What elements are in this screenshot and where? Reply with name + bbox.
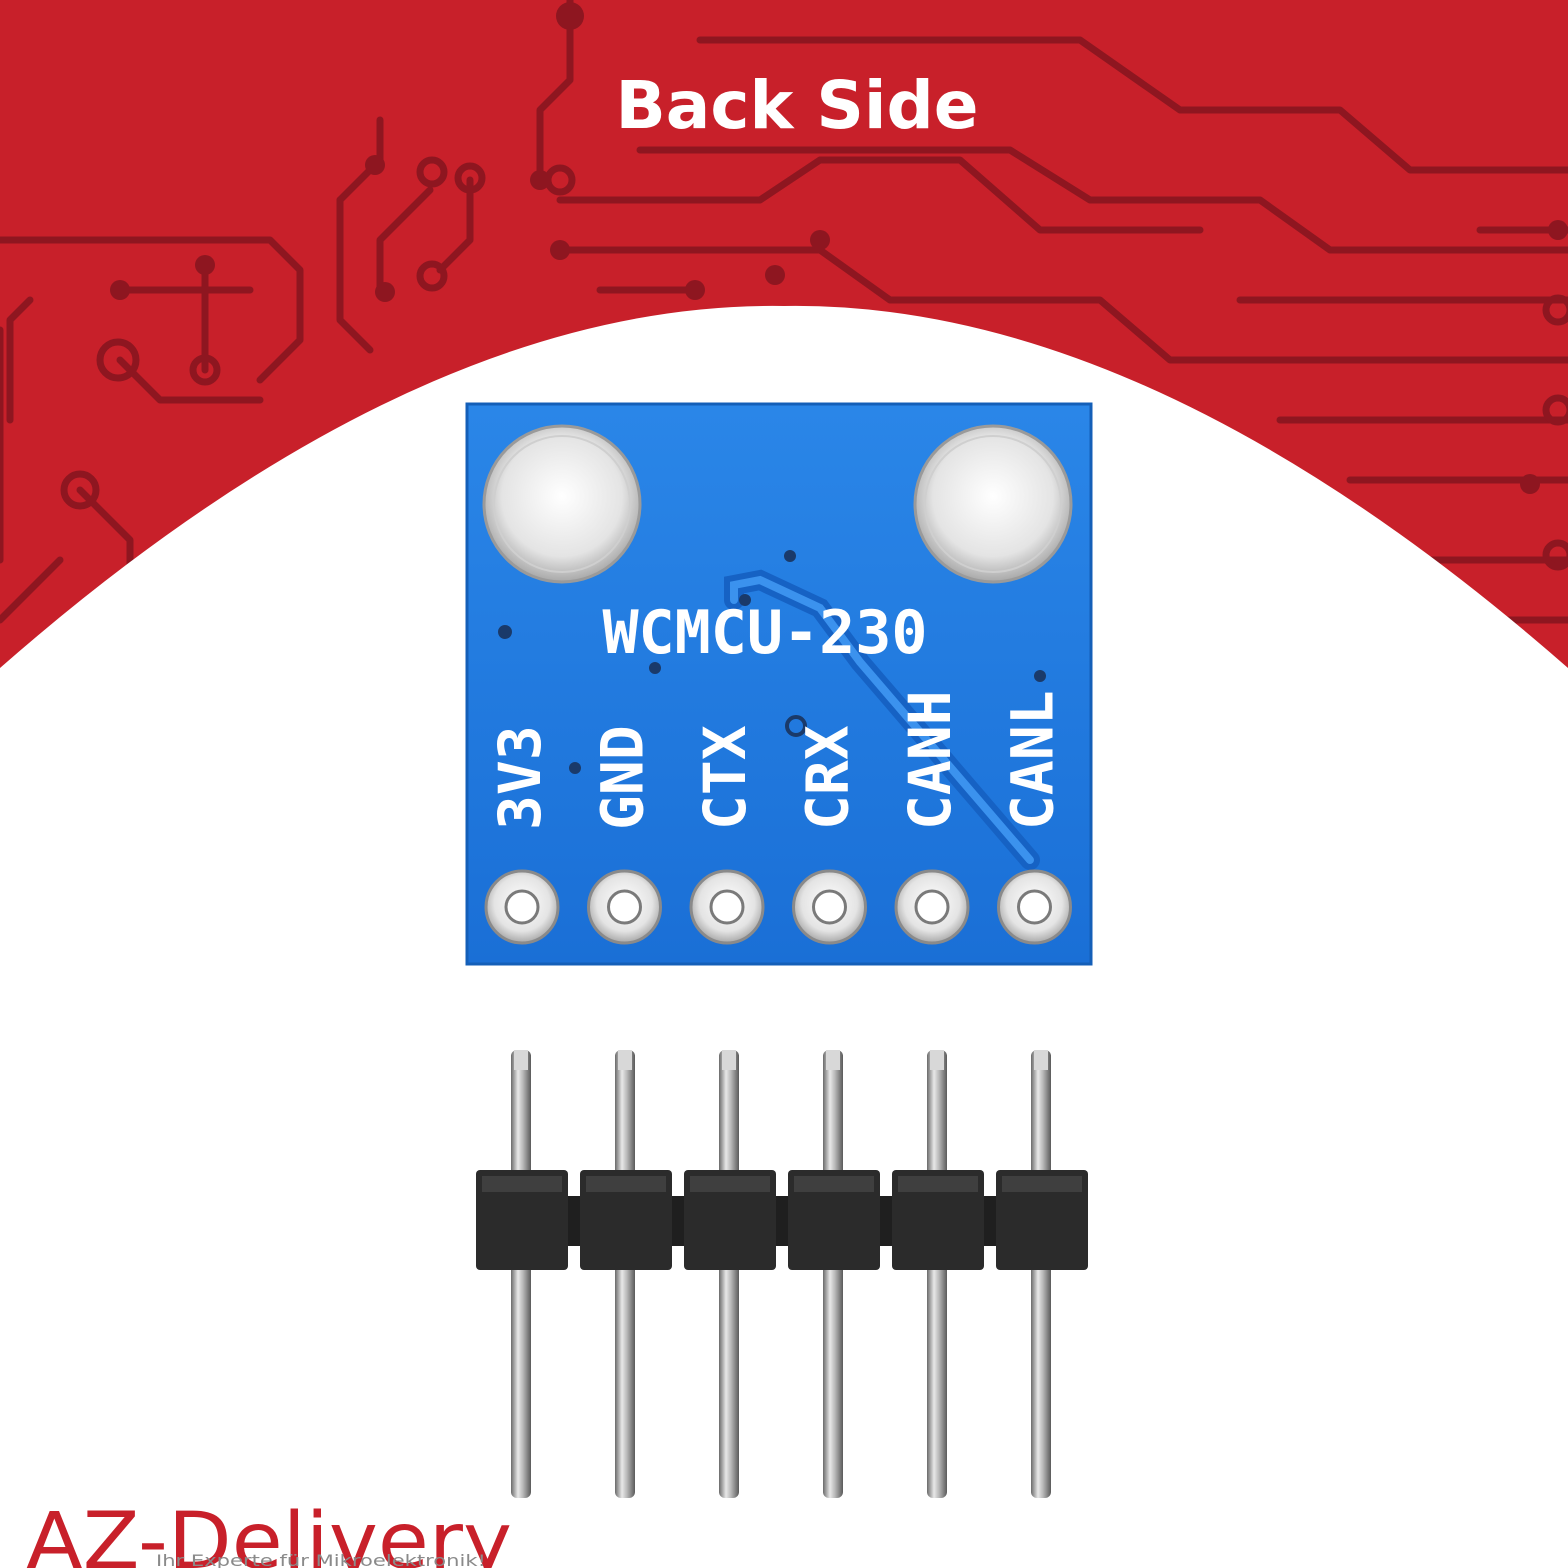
header-block: [580, 1170, 672, 1270]
header-block-highlight: [794, 1176, 874, 1192]
male-pin-header: [476, 1050, 1088, 1498]
pin-label-canh: CANH: [896, 690, 964, 830]
header-pin-tip: [722, 1050, 736, 1070]
header-pin: [615, 1050, 635, 1498]
pin-label-crx: CRX: [794, 725, 862, 830]
pin-label-ctx: CTX: [691, 725, 759, 830]
header-block-highlight: [482, 1176, 562, 1192]
pin-label-3v3: 3V3: [486, 725, 554, 830]
header-block-highlight: [898, 1176, 978, 1192]
header-block: [476, 1170, 568, 1270]
header-pin-tip: [1034, 1050, 1048, 1070]
page-title: Back Side: [616, 67, 979, 144]
header-pin-tip: [826, 1050, 840, 1070]
header-pin-tip: [514, 1050, 528, 1070]
pad-hole: [812, 889, 847, 925]
brand-tagline: Ihr Experte für Mikroelektronik!: [156, 1551, 486, 1568]
circuit-vias: [110, 2, 1568, 494]
header-pin: [719, 1050, 739, 1498]
pad-hole: [504, 889, 540, 925]
brand-logo: AZ-Delivery: [26, 1497, 512, 1568]
header-pin: [927, 1050, 947, 1498]
header-block-highlight: [690, 1176, 770, 1192]
pad-hole: [709, 889, 745, 925]
pin-label-canl: CANL: [999, 690, 1067, 830]
header-block-highlight: [1002, 1176, 1082, 1192]
pad-hole: [914, 889, 950, 925]
circuit-rings: [60, 156, 1568, 571]
header-block-highlight: [586, 1176, 666, 1192]
pin-labels: 3V3 GND CTX CRX CANH CANL: [486, 690, 1067, 830]
header-block: [892, 1170, 984, 1270]
pad-hole: [607, 889, 642, 925]
header-block: [684, 1170, 776, 1270]
pad-hole: [1017, 889, 1052, 925]
board-model-label: WCMCU-230: [602, 598, 927, 668]
mounting-hole-left: [482, 424, 642, 584]
pcb-board: WCMCU-230 3V3 GND CTX CRX CANH CANL: [465, 402, 1093, 966]
header-pin-tip: [618, 1050, 632, 1070]
header-pads: [484, 869, 1072, 945]
mounting-hole-right: [913, 424, 1073, 584]
header-block: [996, 1170, 1088, 1270]
header-pin: [1031, 1050, 1051, 1498]
pin-label-gnd: GND: [589, 725, 657, 830]
header-pin-tip: [930, 1050, 944, 1070]
header-block: [788, 1170, 880, 1270]
header-pin: [823, 1050, 843, 1498]
header-pin: [511, 1050, 531, 1498]
